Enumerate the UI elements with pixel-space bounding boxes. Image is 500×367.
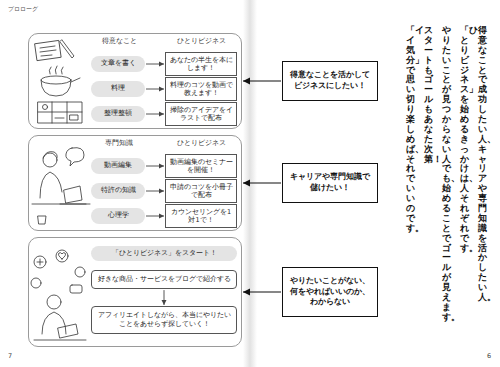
body-column: 「イイ気分」で思い切り楽しめば、それでいいのです。 [406, 26, 415, 234]
node-text: 申請のコツを小冊子で配布 [169, 183, 233, 199]
pot-rim [41, 76, 71, 84]
step-arrow [146, 166, 164, 167]
body-column: 得意なことで成功したい人、キャリアや専門知識を活かしたい人。 [478, 26, 487, 303]
node-text: 整理整頓 [95, 109, 141, 118]
skill-tag: 心理学 [91, 208, 145, 223]
node-text: やりたいことがない、何をやればいいのか、わからない [289, 276, 371, 308]
section-title: プロローグ [8, 5, 38, 14]
icon-circle [31, 278, 41, 288]
steam-lines [49, 66, 63, 74]
category-panel: 専門知識 ひとりビジネス動画編集 動画編集のセミナーを開催！ 特許の知識 申請のコツを小… [28, 135, 242, 231]
step-arrow [164, 290, 165, 305]
category-panel: 得意なこと ひとりビジネス文章を書く あなたの半生を本にします！ 料理 料理のコツを動画… [28, 33, 242, 129]
business-box: 申請のコツを小冊子で配布 [165, 179, 237, 203]
icon-mark [37, 259, 43, 265]
pot-handle [71, 78, 80, 82]
panel-heading: 専門知識 [91, 140, 147, 148]
business-box: 動画編集のセミナーを開催！ [165, 154, 237, 178]
panel-heading: 「ひとりビジネス」をスタート！ [91, 246, 237, 261]
person-body [42, 312, 66, 334]
floor-line [34, 340, 86, 341]
skill-tag: 文章を書く [91, 56, 145, 71]
chat-icon [70, 285, 82, 293]
node-text: あなたの半生を本にします！ [169, 56, 233, 72]
item-sketch [43, 105, 48, 110]
item-sketch [70, 115, 78, 120]
cooking-illustration [41, 66, 80, 96]
node-text: 動画編集 [95, 161, 141, 170]
business-box: 料理のコツを動画で教えます！ [165, 77, 237, 101]
speech-bubble [66, 148, 84, 166]
step-arrow [146, 191, 164, 192]
step-arrow [146, 89, 164, 90]
node-text: 掃除のアイデアをイラストで配布 [169, 106, 233, 122]
skill-tag: 動画編集 [91, 158, 145, 173]
item-sketch [55, 118, 64, 119]
business-box: あなたの半生を本にします！ [165, 52, 237, 76]
step-arrow [146, 114, 164, 115]
node-text: 動画編集のセミナーを開催！ [169, 158, 233, 174]
node-text: 得意なことを活かしてビジネスにしたい！ [289, 70, 371, 92]
node-text: 文章を書く [95, 59, 141, 68]
node-text: アフィリエイトしながら、本当にやりたいことをあせらず探していく！ [97, 311, 231, 329]
motive-box: やりたいことがない、何をやればいいのか、わからない [282, 267, 378, 317]
step-arrow [146, 64, 164, 65]
icon-circle [34, 256, 46, 268]
body-column: やりたいことが見つからない人でも、始めることでゴールが見えます。 [442, 26, 451, 323]
laptop-sketch [60, 186, 86, 204]
writing-illustration [35, 40, 74, 61]
node-text: キャリアや専門知識で儲けたい！ [289, 172, 371, 194]
person-head [43, 153, 57, 167]
heart-icon [58, 253, 65, 259]
node-text: 料理 [95, 84, 141, 93]
motive-box: 得意なことを活かしてビジネスにしたい！ [282, 61, 378, 101]
panel-heading: 得意なこと [91, 38, 147, 46]
organizer-box [38, 102, 82, 123]
tidying-illustration [38, 102, 82, 123]
pointer-arrow [243, 80, 281, 81]
pointer-arrow [243, 291, 281, 292]
skill-tag: 整理整頓 [91, 106, 145, 121]
skill-tag: 特許の知識 [91, 183, 145, 198]
step-arrow [146, 216, 164, 217]
skill-tag: 料理 [91, 81, 145, 96]
node-text: カウンセリングを1対1で！ [169, 208, 233, 224]
step-box: アフィリエイトしながら、本当にやりたいことをあせらず探していく！ [91, 306, 237, 334]
body-column: 「ひとりビジネス」を始めるきっかけは、人それぞれです。 [460, 26, 469, 253]
pot-body [41, 80, 71, 96]
person-body [40, 172, 62, 198]
page-number: 6 [487, 352, 491, 360]
expert-illustration [32, 148, 90, 224]
starter-illustration [31, 250, 86, 340]
motive-box: キャリアや専門知識で儲けたい！ [282, 163, 378, 203]
page-number: 7 [8, 352, 12, 360]
paper-lines [40, 46, 56, 56]
cup-sketch [38, 216, 46, 224]
pointer-arrow [243, 182, 281, 183]
icon-circle [75, 267, 85, 277]
node-text: 料理のコツを動画で教えます！ [169, 81, 233, 97]
category-panel: 「ひとりビジネス」をスタート！ 好きな商品・サービスをブログで紹介するアフィリエイ… [28, 237, 242, 347]
business-box: 掃除のアイデアをイラストで配布 [165, 102, 237, 126]
node-text: 心理学 [95, 211, 141, 220]
body-column: スタートもゴールもあなた次第！ [424, 26, 433, 164]
notebook-sketch [35, 40, 61, 60]
panel-heading: ひとりビジネス [165, 38, 237, 46]
business-box: カウンセリングを1対1で！ [165, 204, 237, 228]
icon-circle [56, 250, 68, 262]
person-hair [43, 152, 57, 158]
laptop-sketch [58, 324, 78, 338]
organizer-grid [38, 102, 82, 123]
node-text: 特許の知識 [95, 186, 141, 195]
pen-sketch [60, 40, 74, 58]
person-head [47, 295, 61, 309]
node-text: 好きな商品・サービスをブログで紹介する [97, 275, 231, 284]
panel-heading: ひとりビジネス [165, 140, 237, 148]
step-box: 好きな商品・サービスをブログで紹介する [91, 270, 237, 289]
